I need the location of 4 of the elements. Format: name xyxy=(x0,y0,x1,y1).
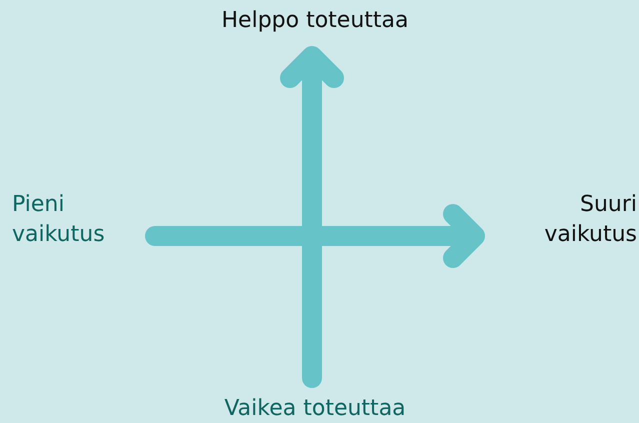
axis-label: Suuri vaikutus xyxy=(543,191,637,249)
axis-label: Pieni vaikutus xyxy=(12,191,106,249)
axis-label: Helppo toteuttaa xyxy=(220,7,410,35)
axis-label: Vaikea toteuttaa xyxy=(223,395,407,423)
